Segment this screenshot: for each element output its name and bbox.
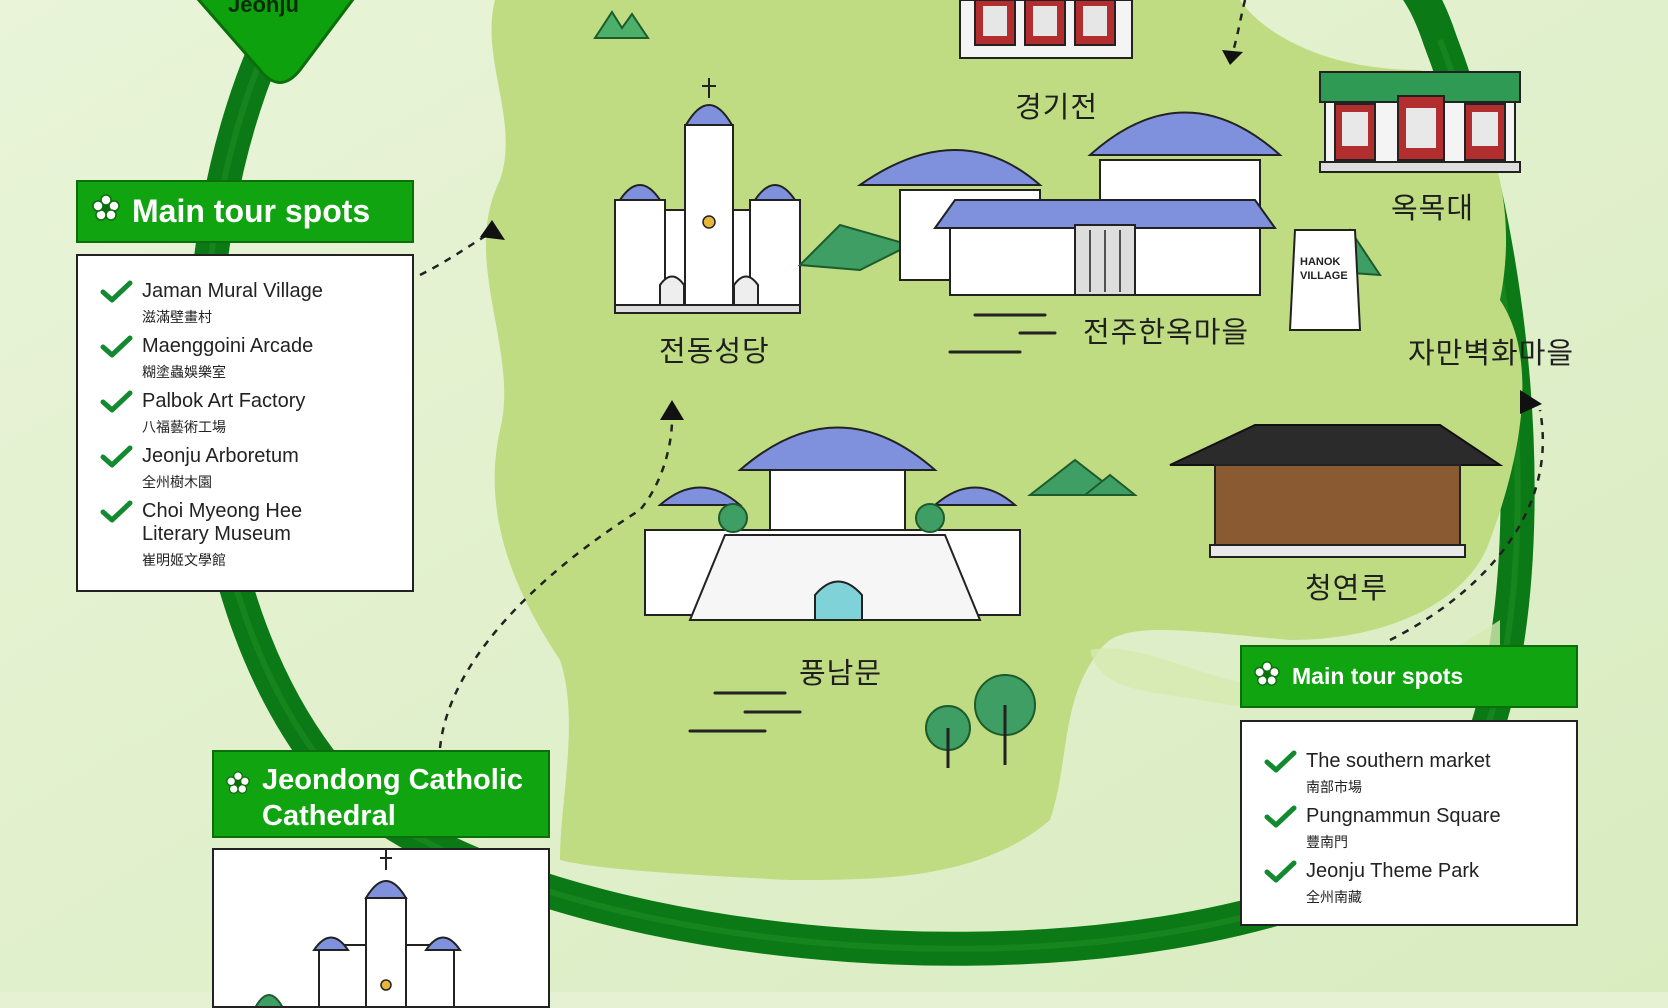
okmokdae-building: [1319, 71, 1521, 173]
cathedral-title-line2: Cathedral: [262, 800, 396, 832]
check-icon: [100, 500, 134, 529]
place-label-cheongyeonru: 청연루: [1305, 571, 1389, 605]
cathedral-illustration: [255, 850, 462, 1006]
left-panel-header: Main tour spots: [76, 180, 414, 243]
check-icon: [100, 335, 134, 364]
cathedral-card-header: Jeondong Catholic Cathedral: [212, 750, 550, 838]
left-panel-title: Main tour spots: [132, 193, 371, 229]
gyeonggijeon-building: [959, 0, 1133, 59]
place-label-pungnammun: 풍남문: [799, 656, 883, 690]
trees-illustration: [925, 674, 1036, 768]
check-icon: [100, 445, 134, 474]
route-arrows: [419, 0, 1545, 749]
arrow-heads: [480, 50, 1542, 420]
check-icon: [1264, 750, 1298, 779]
right-panel-header: Main tour spots: [1240, 645, 1578, 708]
flower-icon: [1254, 660, 1280, 693]
flower-icon: [226, 768, 250, 804]
road-dashes-upper: [948, 313, 1057, 354]
check-icon: [1264, 805, 1298, 834]
city-pin: [196, 0, 355, 84]
mountain-icon-top: [593, 10, 650, 39]
check-icon: [100, 280, 134, 309]
place-label-okmokdae: 옥목대: [1391, 191, 1475, 225]
jeondong-cathedral-illustration: [614, 78, 801, 314]
hanok-sign: HANOK VILLAGE: [1300, 255, 1348, 283]
hanok-sign-line1: HANOK: [1300, 256, 1341, 268]
place-label-jeondong: 전동성당: [659, 334, 770, 368]
pungnammun-illustration: [644, 426, 1021, 621]
hanok-village-illustration: [797, 111, 1382, 331]
place-label-hanok-village: 전주한옥마을: [1083, 315, 1250, 349]
hanok-sign-line2: VILLAGE: [1300, 270, 1348, 282]
place-label-jaman: 자만벽화마을: [1408, 336, 1575, 370]
cathedral-card-image: [212, 848, 550, 1008]
check-icon: [100, 390, 134, 419]
right-panel-title: Main tour spots: [1292, 663, 1464, 689]
check-icon: [1264, 860, 1298, 889]
city-name: Jeonju: [228, 0, 299, 17]
road-dashes-lower: [688, 691, 802, 733]
cathedral-title-line1: Jeondong Catholic: [262, 764, 523, 796]
cheongyeonru-illustration: [1027, 424, 1504, 558]
flower-icon: [92, 193, 120, 230]
place-label-gyeonggijeon: 경기전: [1015, 90, 1099, 124]
